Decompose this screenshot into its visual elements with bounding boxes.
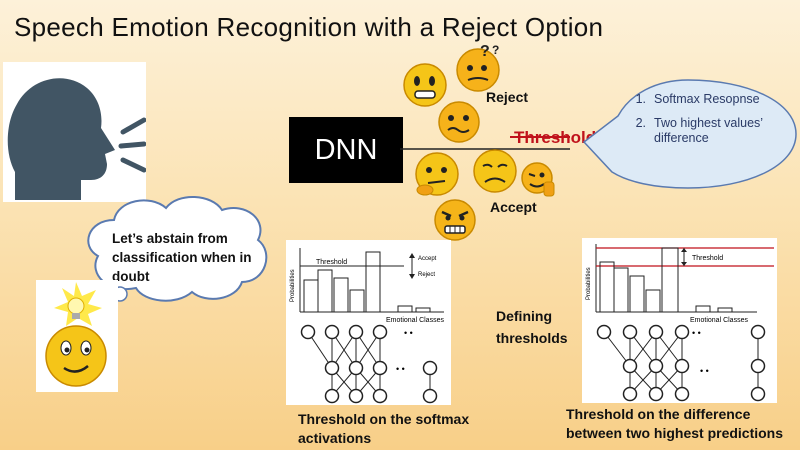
thumbs-up-face-icon xyxy=(521,162,555,197)
speaking-head-panel xyxy=(3,62,147,202)
softmax-threshold-figure: Threshold Accept Reject Probabilities Em… xyxy=(290,248,444,404)
confused-face-icon: ? ? xyxy=(456,43,500,92)
softmax-caption: Threshold on the softmax activations xyxy=(298,411,470,446)
angry-face-icon xyxy=(434,199,476,241)
network-node xyxy=(324,388,340,404)
lightbulb-face-icon xyxy=(45,282,107,387)
left-ylabel: Probabilities xyxy=(290,269,296,302)
network-node xyxy=(622,358,638,374)
defining-thresholds-text: Defining thresholds xyxy=(496,308,568,346)
network-node xyxy=(596,324,612,340)
criteria-item: 2. Two highest values’ difference xyxy=(622,116,800,146)
criteria-list: 1. Softmax Resopnse 2. Two highest value… xyxy=(622,80,800,146)
right-dots-top: • • xyxy=(692,328,701,338)
difference-threshold-diagram: Threshold Probabilities Emotional Classe… xyxy=(582,238,777,403)
svg-text:?: ? xyxy=(480,43,490,60)
network-node xyxy=(348,360,364,376)
right-ylabel: Probabilities xyxy=(586,267,592,300)
threshold-label: Threshold xyxy=(514,128,597,147)
right-xlabel: Emotional Classes xyxy=(690,317,748,324)
thinking-face-icon xyxy=(415,152,459,196)
difference-caption: Threshold on the difference between two … xyxy=(566,406,784,441)
network-node xyxy=(648,386,664,402)
network-node xyxy=(422,360,438,376)
criteria-number: 2. xyxy=(635,116,646,130)
left-dots-mid: • • xyxy=(396,364,405,374)
criteria-text: Softmax Resopnse xyxy=(654,92,760,106)
right-dots-mid: • • xyxy=(700,366,709,376)
slide-title: Speech Emotion Recognition with a Reject… xyxy=(14,12,604,42)
lightbulb-panel xyxy=(36,280,118,392)
network-node xyxy=(348,324,364,340)
network-node xyxy=(300,324,316,340)
network-node xyxy=(648,358,664,374)
left-reject-text: Reject xyxy=(418,272,435,278)
network-node xyxy=(372,388,388,404)
right-threshold-text: Threshold xyxy=(692,255,723,262)
cloud-text: Let’s abstain from classification when i… xyxy=(112,231,252,284)
softmax-threshold-diagram: Threshold Accept Reject Probabilities Em… xyxy=(286,240,451,405)
left-accept-text: Accept xyxy=(418,256,437,262)
svg-text:?: ? xyxy=(492,43,499,57)
sad-face-icon xyxy=(473,149,517,193)
worried-face-icon xyxy=(403,63,447,107)
difference-threshold-figure: Threshold Probabilities Emotional Classe… xyxy=(586,244,774,402)
left-dots-top: • • xyxy=(404,328,413,338)
network-node xyxy=(422,388,438,404)
criteria-text: Two highest values’ difference xyxy=(654,116,763,145)
speaking-head-icon xyxy=(7,78,147,200)
network-node xyxy=(648,324,664,340)
network-node xyxy=(674,358,690,374)
network-node xyxy=(750,358,766,374)
threshold-connector xyxy=(400,136,570,150)
criteria-number: 1. xyxy=(635,92,646,106)
network-node xyxy=(372,360,388,376)
network-node xyxy=(324,360,340,376)
criteria-bubble xyxy=(582,79,797,189)
network-node xyxy=(622,386,638,402)
network-node xyxy=(348,388,364,404)
network-node xyxy=(372,324,388,340)
network-node xyxy=(622,324,638,340)
dnn-box: DNN xyxy=(289,117,403,183)
anxious-face-icon xyxy=(438,101,480,143)
network-node xyxy=(324,324,340,340)
network-node xyxy=(750,386,766,402)
left-xlabel: Emotional Classes xyxy=(386,317,444,324)
network-node xyxy=(674,386,690,402)
criteria-item: 1. Softmax Resopnse xyxy=(622,92,800,107)
network-node xyxy=(674,324,690,340)
left-threshold-text: Threshold xyxy=(316,259,347,266)
reject-label: Reject xyxy=(486,89,529,105)
accept-label: Accept xyxy=(490,199,537,215)
network-node xyxy=(750,324,766,340)
sound-wave-icon xyxy=(147,131,284,171)
